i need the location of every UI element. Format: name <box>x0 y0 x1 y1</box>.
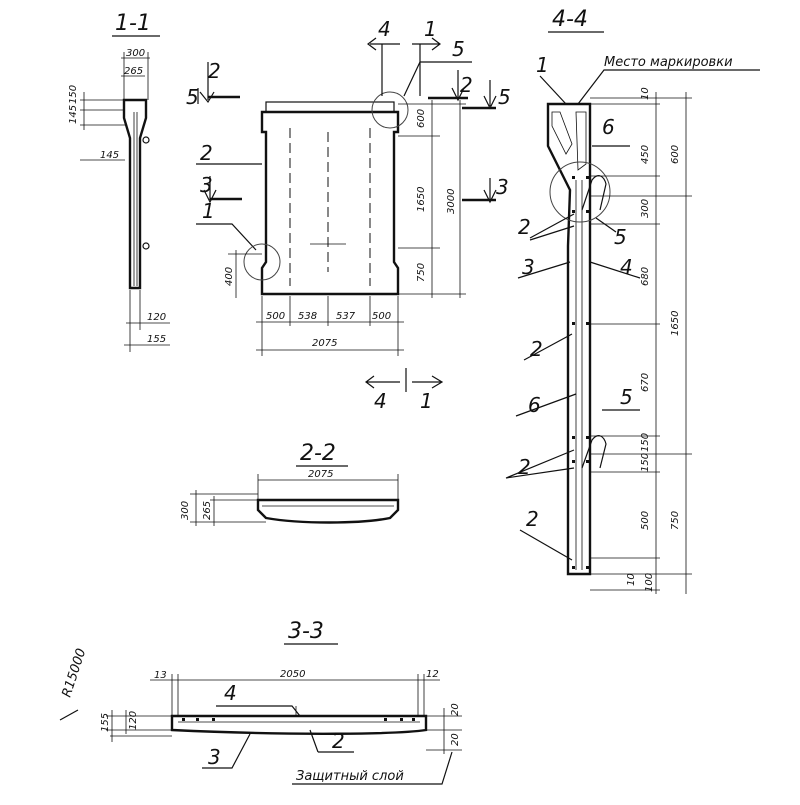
embedded-loop <box>142 136 150 144</box>
section-3-3-profile <box>170 714 428 735</box>
dim-265-s22: 265 <box>202 501 213 520</box>
detail-circle-5 <box>371 91 409 129</box>
lifting-loop-top <box>581 175 607 211</box>
callout-1: 1 <box>202 199 215 223</box>
dim-450: 450 <box>640 145 651 164</box>
cut-4-bottom: 4 <box>374 389 387 413</box>
cut-1-top: 1 <box>424 17 437 41</box>
callout-1-s44: 1 <box>536 53 549 77</box>
dim-600-s44: 600 <box>670 145 681 164</box>
cut-1-bottom: 1 <box>420 389 433 413</box>
dim-150: 150 <box>68 85 79 104</box>
dim-10-bottom: 10 <box>626 573 637 586</box>
dim-750-s44: 750 <box>670 511 681 530</box>
dim-300-s22: 300 <box>180 501 191 520</box>
cut-5-label: 5 <box>186 85 199 109</box>
callout-4-s33: 4 <box>224 681 237 705</box>
panel-outline <box>260 110 400 296</box>
dim-300-s44: 300 <box>640 199 651 218</box>
section-2-2-profile <box>256 498 400 524</box>
callout-2-b: 2 <box>530 337 543 361</box>
dim-2075-s22: 2075 <box>308 469 333 480</box>
dim-1650-s44: 1650 <box>670 311 681 336</box>
dim-155-s33: 155 <box>100 713 111 732</box>
dim-1650: 1650 <box>416 187 427 212</box>
section-title-1-1: 1-1 <box>115 11 151 36</box>
dim-3000: 3000 <box>446 189 457 214</box>
section-title-4-4: 4-4 <box>552 7 588 32</box>
callout-5-s44: 5 <box>614 225 627 249</box>
callout-2-a: 2 <box>518 215 531 239</box>
callout-2: 2 <box>200 141 213 165</box>
dim-300: 300 <box>126 48 145 59</box>
callout-3: 3 <box>522 255 535 279</box>
dim-145: 145 <box>68 105 79 124</box>
section-2-2: 2-2 2075 300 265 <box>180 441 400 526</box>
dim-538: 538 <box>298 311 317 322</box>
dim-680: 680 <box>640 267 651 286</box>
dim-155: 155 <box>147 334 166 345</box>
dim-500-s44: 500 <box>640 511 651 530</box>
callout-6-mid: 6 <box>528 393 541 417</box>
cut-2-right: 2 <box>460 73 473 97</box>
lifting-loop-bottom <box>581 435 607 469</box>
panel-profile <box>122 98 148 290</box>
dim-12: 12 <box>426 669 439 680</box>
cut-2-label: 2 <box>208 59 221 83</box>
section-4-4: 4-4 Место маркировки 1 <box>505 7 760 594</box>
detail-circle-s44 <box>549 161 611 223</box>
dim-400: 400 <box>224 267 235 286</box>
dim-145-low: 145 <box>100 150 119 161</box>
section-3-3: 3-3 R15000 13 2050 12 155 120 <box>60 619 462 785</box>
detail-circle-1 <box>243 243 281 281</box>
callout-5: 5 <box>452 37 465 61</box>
dim-120: 120 <box>147 312 166 323</box>
dim-100: 100 <box>644 573 655 592</box>
dim-670: 670 <box>640 373 651 392</box>
section-title-3-3: 3-3 <box>288 619 324 644</box>
rebar-marks <box>572 176 589 569</box>
dim-150-b: 150 <box>640 453 651 472</box>
dim-2050: 2050 <box>280 669 305 680</box>
dim-537: 537 <box>336 311 356 322</box>
elevation-view: 2 5 2 3 1 4 1 5 600 <box>186 17 511 413</box>
dim-500-right: 500 <box>372 311 391 322</box>
dim-10-top: 10 <box>640 87 651 100</box>
callout-3-s33: 3 <box>208 745 221 769</box>
dim-20-a: 20 <box>450 703 461 716</box>
callout-2-s33: 2 <box>332 729 345 753</box>
dim-600: 600 <box>416 109 427 128</box>
cut-3-right: 3 <box>496 175 509 199</box>
dim-500-left: 500 <box>266 311 285 322</box>
callout-2-c: 2 <box>518 455 531 479</box>
cut-5-right: 5 <box>498 85 511 109</box>
cut-4-top: 4 <box>378 17 391 41</box>
dim-2075: 2075 <box>312 338 337 349</box>
callout-5-low: 5 <box>620 385 633 409</box>
dim-150-a: 150 <box>640 433 651 452</box>
dim-20-b: 20 <box>450 733 461 746</box>
embedded-loop <box>142 242 150 250</box>
rebar-marks-s33 <box>182 718 415 721</box>
panel-top-cap <box>265 101 395 113</box>
dim-265: 265 <box>124 66 143 77</box>
section-4-4-profile <box>546 102 592 576</box>
dim-13: 13 <box>154 670 167 681</box>
dim-750: 750 <box>416 263 427 282</box>
marking-place-note: Место маркировки <box>604 55 733 70</box>
radius-note: R15000 <box>60 647 90 700</box>
protective-layer-note: Защитный слой <box>296 769 404 784</box>
dim-120-s33: 120 <box>128 711 139 730</box>
callout-2-d: 2 <box>526 507 539 531</box>
section-title-2-2: 2-2 <box>300 441 336 466</box>
callout-6-top: 6 <box>602 115 615 139</box>
section-1-1: 1-1 300 265 150 145 145 120 155 <box>68 11 170 352</box>
